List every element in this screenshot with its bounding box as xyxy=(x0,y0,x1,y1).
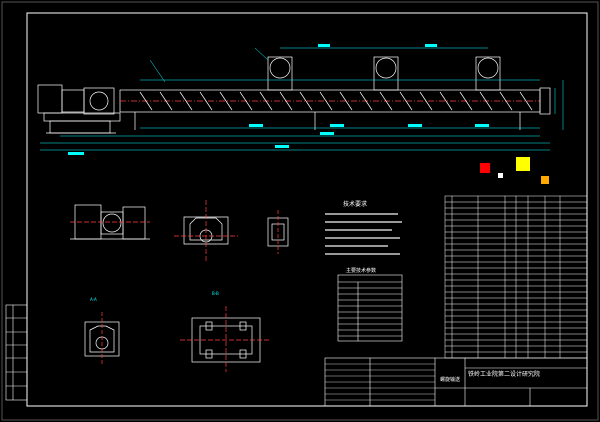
screw-flight xyxy=(319,91,333,111)
swatch-red xyxy=(480,163,490,173)
color-swatches xyxy=(480,157,549,184)
tech-requirements-notes xyxy=(325,213,402,255)
screw-flights xyxy=(139,91,533,111)
screw-flight xyxy=(199,91,213,111)
screw-flight xyxy=(479,91,493,111)
params-table-title: 主要技术参数 xyxy=(346,268,377,274)
inlet-hoppers xyxy=(267,56,501,91)
screw-flight xyxy=(179,91,193,111)
motor xyxy=(37,84,63,114)
screw-flight xyxy=(259,91,273,111)
screw-flight xyxy=(439,91,453,111)
swatch-yellow xyxy=(516,157,530,171)
screw-flight xyxy=(239,91,253,111)
title-block-part-name: 螺旋输送 xyxy=(440,377,461,383)
screw-flight xyxy=(419,91,433,111)
section-label-b: B-B xyxy=(212,291,219,296)
screw-flight xyxy=(279,91,293,111)
parameters-table xyxy=(337,274,403,342)
screw-flight xyxy=(219,91,233,111)
detail-view-end-section xyxy=(84,312,120,366)
title-block-left-rows xyxy=(325,363,435,401)
dimension-ticks xyxy=(68,44,489,155)
screw-flight xyxy=(159,91,173,111)
section-label-a: A-A xyxy=(90,297,97,302)
detail-view-drive xyxy=(70,204,150,240)
screw-flight xyxy=(499,91,513,111)
bill-of-materials xyxy=(444,195,588,359)
screw-flight xyxy=(139,91,153,111)
detail-view-flange xyxy=(267,210,289,254)
revision-strip xyxy=(5,304,28,401)
main-elevation-view xyxy=(37,84,551,134)
swatch-orange xyxy=(541,176,549,184)
title-block-company: 铁岭工业院第二设计研究院 xyxy=(468,371,541,378)
screw-flight xyxy=(399,91,413,111)
detail-view-trough-section xyxy=(174,200,238,262)
screw-flight xyxy=(339,91,353,111)
screw-flight xyxy=(379,91,393,111)
swatch-white xyxy=(498,173,503,178)
detail-view-bearing-assembly xyxy=(180,306,270,372)
screw-flight xyxy=(299,91,313,111)
screw-flight xyxy=(519,91,533,111)
screw-flight xyxy=(359,91,373,111)
dimension-lines xyxy=(40,47,564,151)
inner-frame xyxy=(26,12,588,407)
tech-requirements-title: 技术要求 xyxy=(343,201,368,208)
screw-flight xyxy=(459,91,473,111)
